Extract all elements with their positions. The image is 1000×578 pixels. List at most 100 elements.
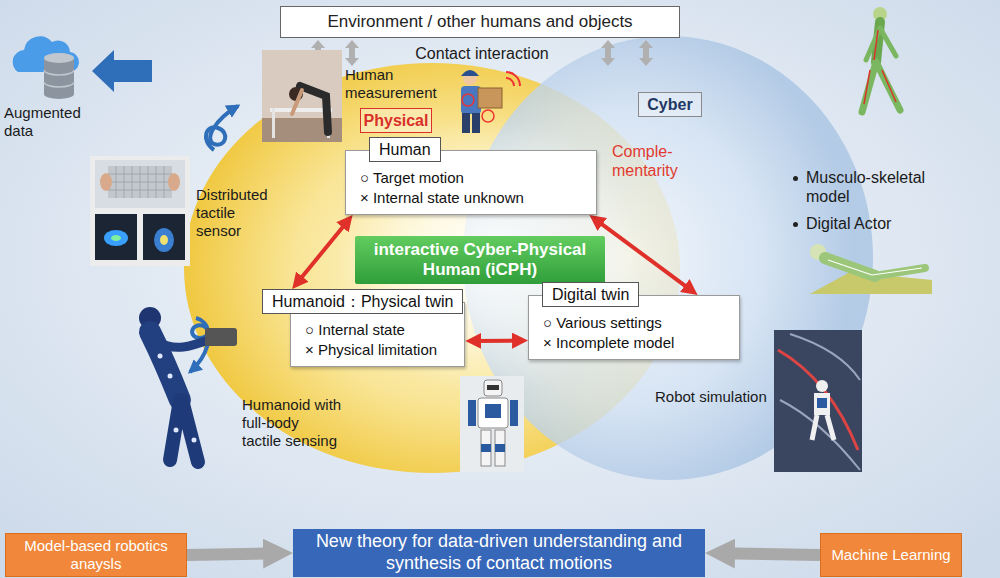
- digital-actor-figure: [810, 244, 932, 294]
- musculoskeletal-figure: [862, 7, 900, 112]
- bullet-item: Digital Actor: [790, 214, 938, 233]
- robot-photo: [478, 398, 508, 428]
- contact-arrow: [601, 40, 615, 66]
- box-text: Physical: [364, 112, 429, 130]
- tactile-sensor-photo: [95, 214, 137, 260]
- musculoskeletal-figure: [866, 28, 896, 60]
- simulation-screenshot: [814, 393, 830, 415]
- box-heading: Digital twin: [552, 285, 629, 304]
- humanoid-figure: [158, 354, 163, 359]
- entity-box: Digital twin ○ Various settings× Incomple…: [528, 282, 740, 360]
- feedback-arrow: [206, 106, 238, 150]
- flow-arrow: [720, 553, 820, 555]
- concept-band: interactive Cyber-Physical Human (iCPH): [355, 236, 605, 284]
- box-text: ○ Internal state: [305, 320, 454, 340]
- measurement-photo: [292, 90, 302, 114]
- simulation-screenshot: [812, 415, 834, 440]
- robot-photo: [485, 404, 501, 418]
- robot-photo: [481, 444, 491, 452]
- simulation-screenshot: [780, 334, 860, 470]
- robot-photo: [495, 430, 505, 466]
- delivery-person: [478, 88, 502, 108]
- image-caption: Robot simulation: [655, 388, 773, 406]
- icon-caption: Augmented data: [4, 104, 89, 140]
- double-arrow: [595, 219, 692, 291]
- tactile-sensor-photo: [168, 173, 180, 191]
- tactile-sensor-photo: [154, 228, 174, 252]
- heading-tab: Humanoid：Physical twin: [262, 289, 463, 314]
- tactile-sensor-photo: [100, 173, 112, 191]
- robot-photo: [510, 400, 518, 426]
- tactile-sensor-photo: [104, 230, 128, 246]
- box-text: ○ Various settings: [543, 313, 729, 333]
- box-text: ○ Target motion: [360, 168, 586, 188]
- delivery-person: [462, 113, 470, 133]
- bullet-item: Musculo-skeletal model: [790, 168, 938, 206]
- humanoid-figure: [168, 374, 173, 379]
- robot-photo: [487, 385, 499, 390]
- tactile-sensor-photo: [90, 156, 190, 266]
- robot-photo: [460, 376, 524, 472]
- measurement-photo: [262, 50, 342, 142]
- humanoid-figure: [192, 438, 197, 443]
- goal-box: New theory for data-driven understanding…: [293, 529, 705, 577]
- entity-box: Human ○ Target motion× Internal state unk…: [345, 137, 597, 215]
- box-text: × Internal state unknown: [360, 188, 586, 208]
- tactile-sensor-photo: [108, 166, 172, 198]
- photo-caption: Distributed tactile sensor: [196, 186, 278, 240]
- measurement-photo: [262, 50, 342, 142]
- humanoid-figure: [158, 340, 208, 347]
- humanoid-figure: [170, 400, 198, 462]
- tactile-sensor-photo: [143, 214, 185, 260]
- double-arrow: [472, 339, 521, 343]
- interaction-label: Contact interaction: [372, 44, 592, 63]
- box-text: interactive Cyber-Physical Human (iCPH): [365, 240, 595, 281]
- box-text: New theory for data-driven understanding…: [301, 531, 697, 574]
- method-box: Model-based robotics anaysls: [5, 533, 187, 577]
- box-heading: Humanoid：Physical twin: [272, 292, 453, 311]
- photo-caption: Humanoid with full-body tactile sensing: [242, 396, 342, 450]
- box-text: Cyber: [647, 96, 692, 114]
- box-text: × Incomplete model: [543, 333, 729, 353]
- simulation-screenshot: [817, 398, 827, 408]
- connector-group: [187, 219, 820, 555]
- tactile-sensor-photo: [90, 156, 190, 266]
- delivery-person: [472, 113, 480, 133]
- robot-photo: [468, 400, 476, 426]
- entity-box: Humanoid：Physical twin ○ Internal state× …: [262, 289, 465, 367]
- tactile-sensor-photo: [108, 166, 172, 198]
- delivery-person: [461, 70, 479, 76]
- box-text: × Physical limitation: [305, 340, 454, 360]
- box-text: Model-based robotics anaysls: [12, 537, 180, 573]
- double-arrow: [297, 220, 349, 283]
- cloud-database-icon: [44, 89, 74, 99]
- delivery-person: [462, 94, 474, 106]
- measurement-photo: [272, 108, 275, 138]
- flow-arrow: [187, 553, 278, 555]
- humanoid-figure: [205, 328, 237, 346]
- box-text: Environment / other humans and objects: [327, 12, 632, 32]
- photo-caption: Human measurement: [345, 66, 445, 102]
- delivery-person: [482, 110, 494, 122]
- tactile-sensor-photo: [95, 160, 185, 208]
- digital-actor-figure: [828, 260, 922, 275]
- box-heading: Human: [379, 140, 431, 159]
- heading-tab: Human: [369, 137, 441, 162]
- box-text: Machine Learning: [831, 546, 950, 564]
- delivery-person: [461, 70, 520, 133]
- feedback-arrow: [206, 106, 238, 150]
- musculoskeletal-figure: [864, 30, 896, 104]
- domain-tag: Physical: [360, 108, 432, 133]
- humanoid-figure: [139, 307, 237, 462]
- cloud-database-icon: [44, 70, 74, 87]
- method-box: Machine Learning: [820, 533, 962, 577]
- robot-photo: [484, 380, 502, 396]
- robot-photo: [495, 444, 505, 452]
- domain-tag: Cyber: [638, 92, 702, 117]
